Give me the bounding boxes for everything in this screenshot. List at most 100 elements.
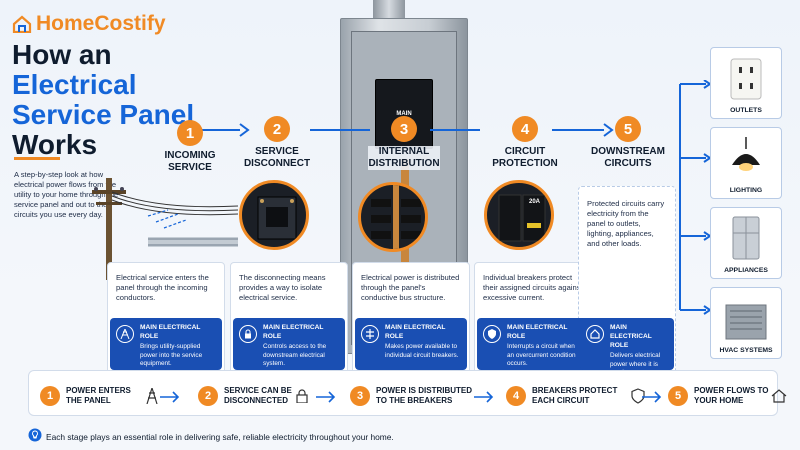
title-line-1: How an xyxy=(12,39,112,70)
flow-4-line2: EACH CIRCUIT xyxy=(532,396,590,405)
flow-2-number: 2 xyxy=(198,386,218,406)
step-5-desc: Protected circuits carry electricity fro… xyxy=(587,199,665,248)
step-3-role: MAIN ELECTRICAL ROLE Makes power availabl… xyxy=(355,318,467,370)
disconnect-closeup xyxy=(239,180,309,250)
flow-4-line1: BREAKERS PROTECT xyxy=(532,386,618,395)
flow-1-line1: POWER ENTERS xyxy=(66,386,131,395)
house-logo-icon xyxy=(12,15,32,33)
bus-bar-image xyxy=(371,185,421,249)
step-5-title-b: CIRCUITS xyxy=(604,158,652,169)
step-4-desc: Individual breakers protect their assign… xyxy=(483,273,583,302)
flow-2-line2: DISCONNECTED xyxy=(224,396,289,405)
title-line-4: Works xyxy=(12,129,98,160)
output-lighting-label: LIGHTING xyxy=(729,187,763,194)
step-3-role-head: MAIN ELECTRICAL ROLE xyxy=(385,324,446,340)
footer-note: Each stage plays an essential role in de… xyxy=(46,432,394,442)
disconnect-breaker-image xyxy=(257,196,297,240)
lamp-icon xyxy=(732,137,760,171)
flow-arrow-2 xyxy=(316,391,336,403)
lightbulb-icon xyxy=(28,428,42,442)
tower-icon xyxy=(146,388,158,404)
step-3-title-a: INTERNAL xyxy=(378,146,430,157)
outlet-icon xyxy=(730,58,762,100)
output-lighting: LIGHTING xyxy=(710,127,782,199)
title-line-3: Service Panel xyxy=(12,99,195,130)
step-2-role-text: Controls access to the downstream electr… xyxy=(263,343,327,367)
step-5-number: 5 xyxy=(615,116,641,142)
title-line-2: Electrical xyxy=(12,69,137,100)
utility-pole-illustration xyxy=(92,178,238,280)
step-4-role-head: MAIN ELECTRICAL ROLE xyxy=(507,324,568,340)
main-breaker-label: MAIN xyxy=(396,111,412,117)
output-appliances: APPLIANCES xyxy=(710,207,782,279)
bus-closeup xyxy=(358,182,428,252)
flow-arrow-4 xyxy=(642,391,662,403)
step-4-title-a: CIRCUIT xyxy=(504,146,546,157)
tower-icon xyxy=(116,325,134,343)
step-1-role-head: MAIN ELECTRICAL ROLE xyxy=(140,324,201,340)
brand-name: HomeCostify xyxy=(36,12,166,35)
step-1-number: 1 xyxy=(177,120,203,146)
step-1-role: MAIN ELECTRICAL ROLE Brings utility-suppl… xyxy=(110,318,222,370)
step-5-title-a: DOWNSTREAM xyxy=(591,146,665,157)
circuit-breaker-image xyxy=(498,194,546,242)
house-icon xyxy=(586,325,604,343)
step-2-desc: The disconnecting means provides a way t… xyxy=(239,273,326,302)
output-hvac-label: HVAC SYSTEMS xyxy=(719,347,773,354)
step-3-number: 3 xyxy=(391,116,417,142)
output-outlets: OUTLETS xyxy=(710,47,782,119)
flow-5-line1: POWER FLOWS TO xyxy=(694,386,769,395)
breaker-closeup: 20A xyxy=(484,180,554,250)
flow-arrow-3 xyxy=(474,391,494,403)
output-outlets-label: OUTLETS xyxy=(730,107,762,114)
step-1-title-b: SERVICE xyxy=(168,162,212,173)
conduit-pipe xyxy=(373,0,405,22)
step-4-role-text: Interrupts a circuit when an overcurrent… xyxy=(507,343,576,367)
flow-1-number: 1 xyxy=(40,386,60,406)
flow-5-number: 5 xyxy=(668,386,688,406)
step-4-title-b: PROTECTION xyxy=(492,158,558,169)
lock-icon xyxy=(239,325,257,343)
flow-3-line2: TO THE BREAKERS xyxy=(376,396,453,405)
page-title: How an Electrical Service Panel Works xyxy=(12,40,202,160)
step-3-role-text: Makes power available to individual circ… xyxy=(385,343,459,359)
step-4-role: MAIN ELECTRICAL ROLE Interrupts a circuit… xyxy=(477,318,589,370)
step-2-number: 2 xyxy=(264,116,290,142)
title-underline xyxy=(14,157,60,160)
flow-3-number: 3 xyxy=(350,386,370,406)
step-1-role-text: Brings utility-supplied power into the s… xyxy=(140,343,203,367)
logo: HomeCostify xyxy=(12,12,166,36)
breaker-rating: 20A xyxy=(529,199,541,205)
output-branch-lines xyxy=(679,80,712,315)
step-1-desc: Electrical service enters the panel thro… xyxy=(116,273,209,302)
step-3-desc: Electrical power is distributed through … xyxy=(361,273,460,302)
step-1-title-a: INCOMING xyxy=(164,150,216,161)
step-2-title-a: SERVICE xyxy=(255,146,299,157)
bus-icon xyxy=(361,325,379,343)
house-icon xyxy=(771,389,786,403)
flow-arrow-1 xyxy=(160,391,180,403)
flow-3-line1: POWER IS DISTRIBUTED xyxy=(376,386,473,395)
shield-icon xyxy=(483,325,501,343)
step-5-role-head: MAIN ELECTRICAL ROLE xyxy=(610,324,652,349)
fridge-icon xyxy=(732,216,760,260)
